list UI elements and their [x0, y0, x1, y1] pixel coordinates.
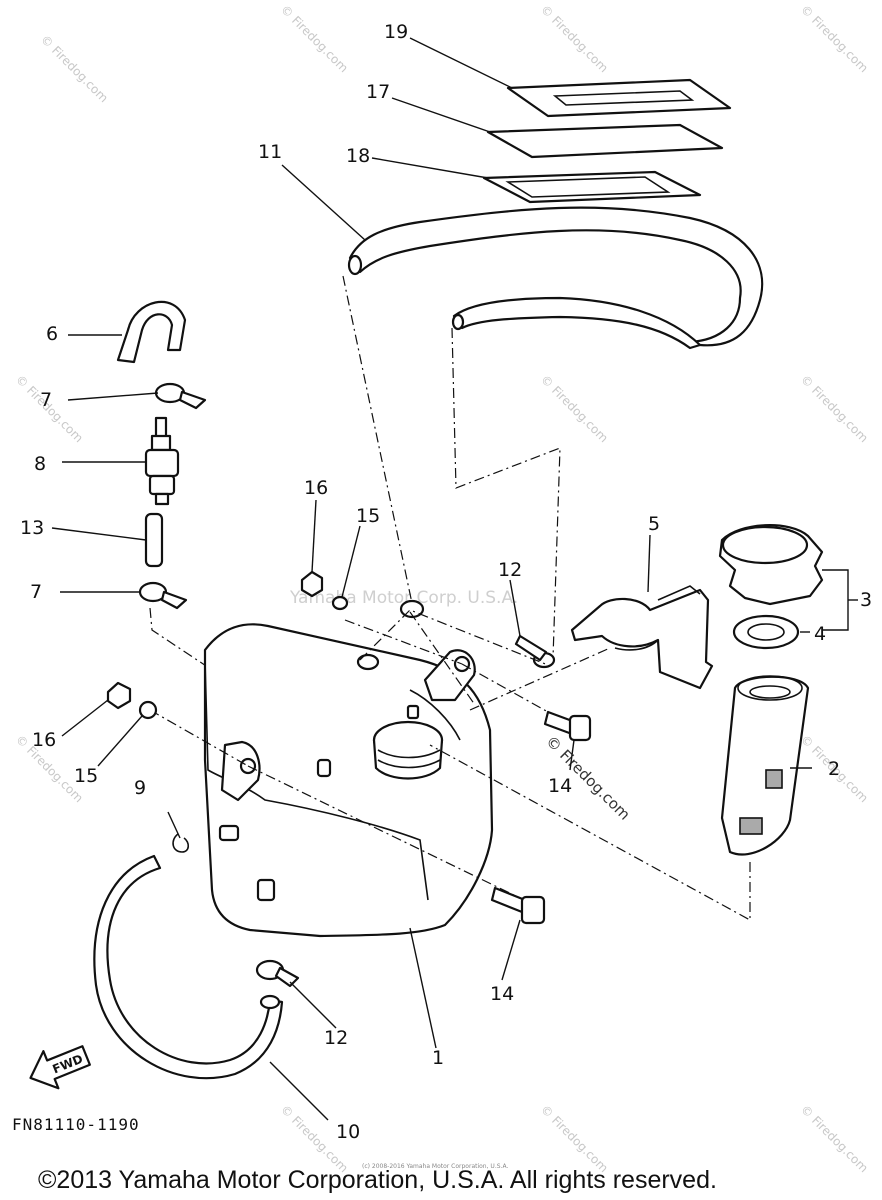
- callout-8: 8: [34, 453, 46, 475]
- part-9-hose-end: [259, 994, 281, 1010]
- callout-13: 13: [20, 517, 44, 539]
- part-3-cap: [718, 524, 824, 606]
- callout-labels: 19 17 18 11 6 7 8 13 7 16 15 12 5 3 4 2 …: [20, 21, 872, 1143]
- part-13-tube: [144, 512, 164, 568]
- part-12-clamp-lower: [255, 959, 300, 988]
- fwd-arrow-icon: FWD: [29, 1045, 91, 1090]
- watermark-site: © Firedog.com: [538, 1102, 611, 1175]
- callout-2: 2: [828, 758, 840, 780]
- part-1-oil-tank: [203, 623, 494, 938]
- strainer-routing-line: [429, 744, 751, 922]
- reference-code: FN81110-1190: [12, 1115, 140, 1134]
- copyright-text: ©2013 Yamaha Motor Corporation, U.S.A. A…: [38, 1166, 717, 1194]
- callout-14: 14: [548, 775, 572, 797]
- callout-15: 15: [74, 765, 98, 787]
- callout-7: 7: [40, 389, 52, 411]
- callout-4: 4: [814, 623, 826, 645]
- part-15-washer: [138, 700, 158, 720]
- bracket-routing-line: [469, 647, 611, 711]
- watermark-site: © Firedog.com: [798, 1102, 871, 1175]
- callout-5: 5: [648, 513, 660, 535]
- part-7-clamp-upper: [154, 382, 207, 410]
- watermark-site: © Firedog.com: [798, 2, 871, 75]
- callout-11: 11: [258, 141, 282, 163]
- part-11-tube: [347, 206, 764, 350]
- leader-lines: [51, 37, 858, 1121]
- watermark-site: © Firedog.com: [798, 372, 871, 445]
- callout-3: 3: [860, 589, 872, 611]
- bolt-routing-line: [149, 709, 249, 767]
- callout-1: 1: [432, 1047, 444, 1069]
- part-18-plate: [506, 78, 732, 118]
- part-8-valve: [144, 416, 180, 506]
- callout-18: 19: [384, 21, 408, 43]
- callout-9: 10: [336, 1121, 360, 1143]
- part-6-hose: [116, 300, 187, 364]
- tube-routing-line: [451, 327, 561, 659]
- bolt-routing-line: [344, 619, 463, 665]
- part-14-bolt-upper: [543, 710, 592, 742]
- part-5-bracket: [570, 585, 714, 690]
- small-print: (c) 2008-2016 Yamaha Motor Corporation, …: [362, 1163, 508, 1170]
- part-14-bolt-lower: [490, 886, 546, 925]
- watermark-site: © Firedog.com: [278, 2, 351, 75]
- callout-12: 12: [498, 559, 522, 581]
- callout-17: 17: [366, 81, 390, 103]
- part-7-clamp-lower: [138, 581, 188, 610]
- watermark-site: © Firedog.com: [538, 372, 611, 445]
- callout-16: 16: [304, 477, 328, 499]
- part-17-sheet: [486, 123, 724, 159]
- part-16-nut: [300, 570, 324, 598]
- part-9-hose: [93, 854, 284, 1080]
- callout-15: 15: [356, 505, 380, 527]
- watermark-site: © Firedog.com: [38, 32, 111, 105]
- tube-routing-line: [342, 275, 414, 609]
- part-15-washer: [331, 595, 349, 611]
- part-16-nut: [106, 681, 132, 710]
- callout-7: 7: [30, 581, 42, 603]
- callout-6: 6: [46, 323, 58, 345]
- callout-14: 14: [490, 983, 514, 1005]
- hose-routing-line: [409, 611, 476, 706]
- part-19-gasket: [482, 170, 702, 204]
- hose-routing-line: [359, 609, 549, 666]
- callout-19: 18: [346, 145, 370, 167]
- part-4-gasket: [732, 614, 800, 650]
- part-10-clip: [172, 833, 190, 853]
- callout-16: 16: [32, 729, 56, 751]
- part-12-clamp-upper: [356, 599, 556, 671]
- callout-10: 9: [134, 777, 146, 799]
- bolt-routing-line: [461, 663, 549, 713]
- callout-12: 12: [324, 1027, 348, 1049]
- watermark-site: © Firedog.com: [538, 2, 611, 75]
- part-2-strainer: [720, 675, 810, 856]
